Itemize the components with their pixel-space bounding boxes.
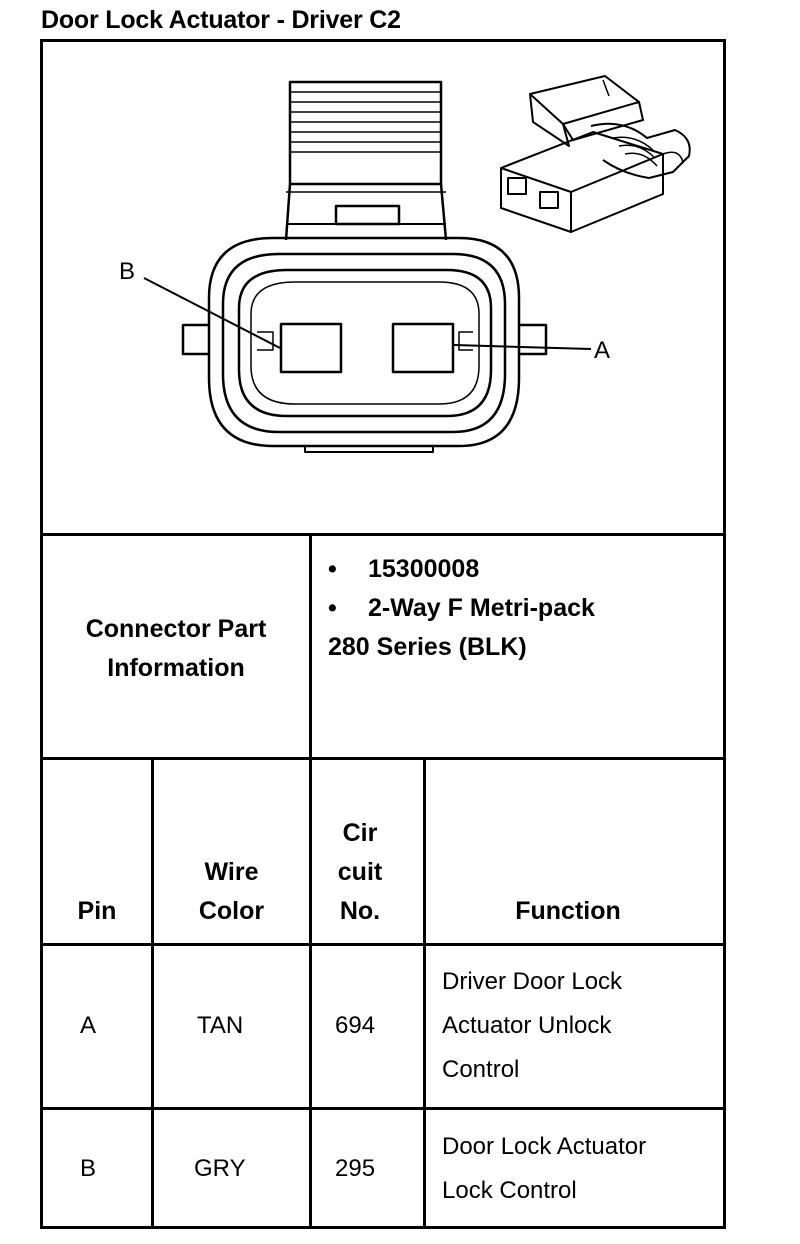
connector-iso-view xyxy=(500,75,691,233)
part-number-row: • 15300008 xyxy=(328,550,595,589)
divider-row-b xyxy=(40,1226,726,1229)
bullet-icon: • xyxy=(328,594,337,622)
part-number: 15300008 xyxy=(368,555,480,583)
row-b-function-line1: Door Lock Actuator xyxy=(442,1133,647,1160)
cavity-b xyxy=(279,322,343,374)
pin-label-a: A xyxy=(594,337,610,364)
part-info-label-line2: Information xyxy=(107,654,245,682)
connector-diagram: B A xyxy=(119,75,691,453)
row-b-function-line2: Lock Control xyxy=(442,1177,577,1204)
header-wire-color-line2: Color xyxy=(198,897,265,925)
divider-row-a xyxy=(40,1107,726,1110)
part-type: 2-Way F Metri-pack xyxy=(368,594,595,622)
header-wire-color: Wire Color xyxy=(154,853,309,931)
row-b-pin: B xyxy=(80,1155,97,1182)
row-a-function-line1: Driver Door Lock xyxy=(442,968,623,995)
header-circuit-line2: cuit xyxy=(337,858,383,886)
part-series: 280 Series (BLK) xyxy=(328,633,527,661)
part-info-label: Connector Part Information xyxy=(43,610,309,688)
divider-part-info xyxy=(40,757,726,760)
divider-part-col xyxy=(309,533,312,760)
divider-col-wire xyxy=(309,757,312,1229)
divider-diagram xyxy=(40,533,726,536)
cavity-a xyxy=(391,322,455,374)
row-b-wire-color: GRY xyxy=(194,1155,246,1182)
header-circuit-no: Cir cuit No. xyxy=(312,814,408,931)
leader-a xyxy=(453,344,592,350)
row-a-function-line3: Control xyxy=(442,1056,520,1083)
page-title: Door Lock Actuator - Driver C2 xyxy=(41,6,401,34)
row-b-circuit: 295 xyxy=(335,1155,376,1182)
connector-table-frame xyxy=(40,39,726,1229)
part-info-label-line1: Connector Part xyxy=(85,615,267,643)
part-info-values: • 15300008 • 2-Way F Metri-pack 280 Seri… xyxy=(328,550,595,667)
row-a-wire-color: TAN xyxy=(197,1012,244,1039)
part-type-row: • 2-Way F Metri-pack xyxy=(328,589,595,628)
pin-label-b: B xyxy=(119,258,135,285)
header-pin: Pin xyxy=(77,897,117,925)
header-circuit-line3: No. xyxy=(339,897,381,925)
divider-col-circuit xyxy=(423,757,426,1229)
row-b-function: Door Lock Actuator Lock Control xyxy=(442,1125,646,1213)
bullet-icon: • xyxy=(328,555,337,583)
row-a-pin: A xyxy=(80,1012,97,1039)
divider-header xyxy=(40,943,726,946)
divider-col-pin xyxy=(151,757,154,1229)
header-function: Function xyxy=(515,897,621,925)
header-wire-color-line1: Wire xyxy=(204,858,259,886)
row-a-function-line2: Actuator Unlock xyxy=(442,1012,612,1039)
header-circuit-line1: Cir xyxy=(342,819,378,847)
leader-b xyxy=(143,277,281,349)
row-a-function: Driver Door Lock Actuator Unlock Control xyxy=(442,960,622,1092)
connector-latch xyxy=(288,80,443,186)
connector-body xyxy=(207,236,521,448)
row-a-circuit: 694 xyxy=(335,1012,376,1039)
